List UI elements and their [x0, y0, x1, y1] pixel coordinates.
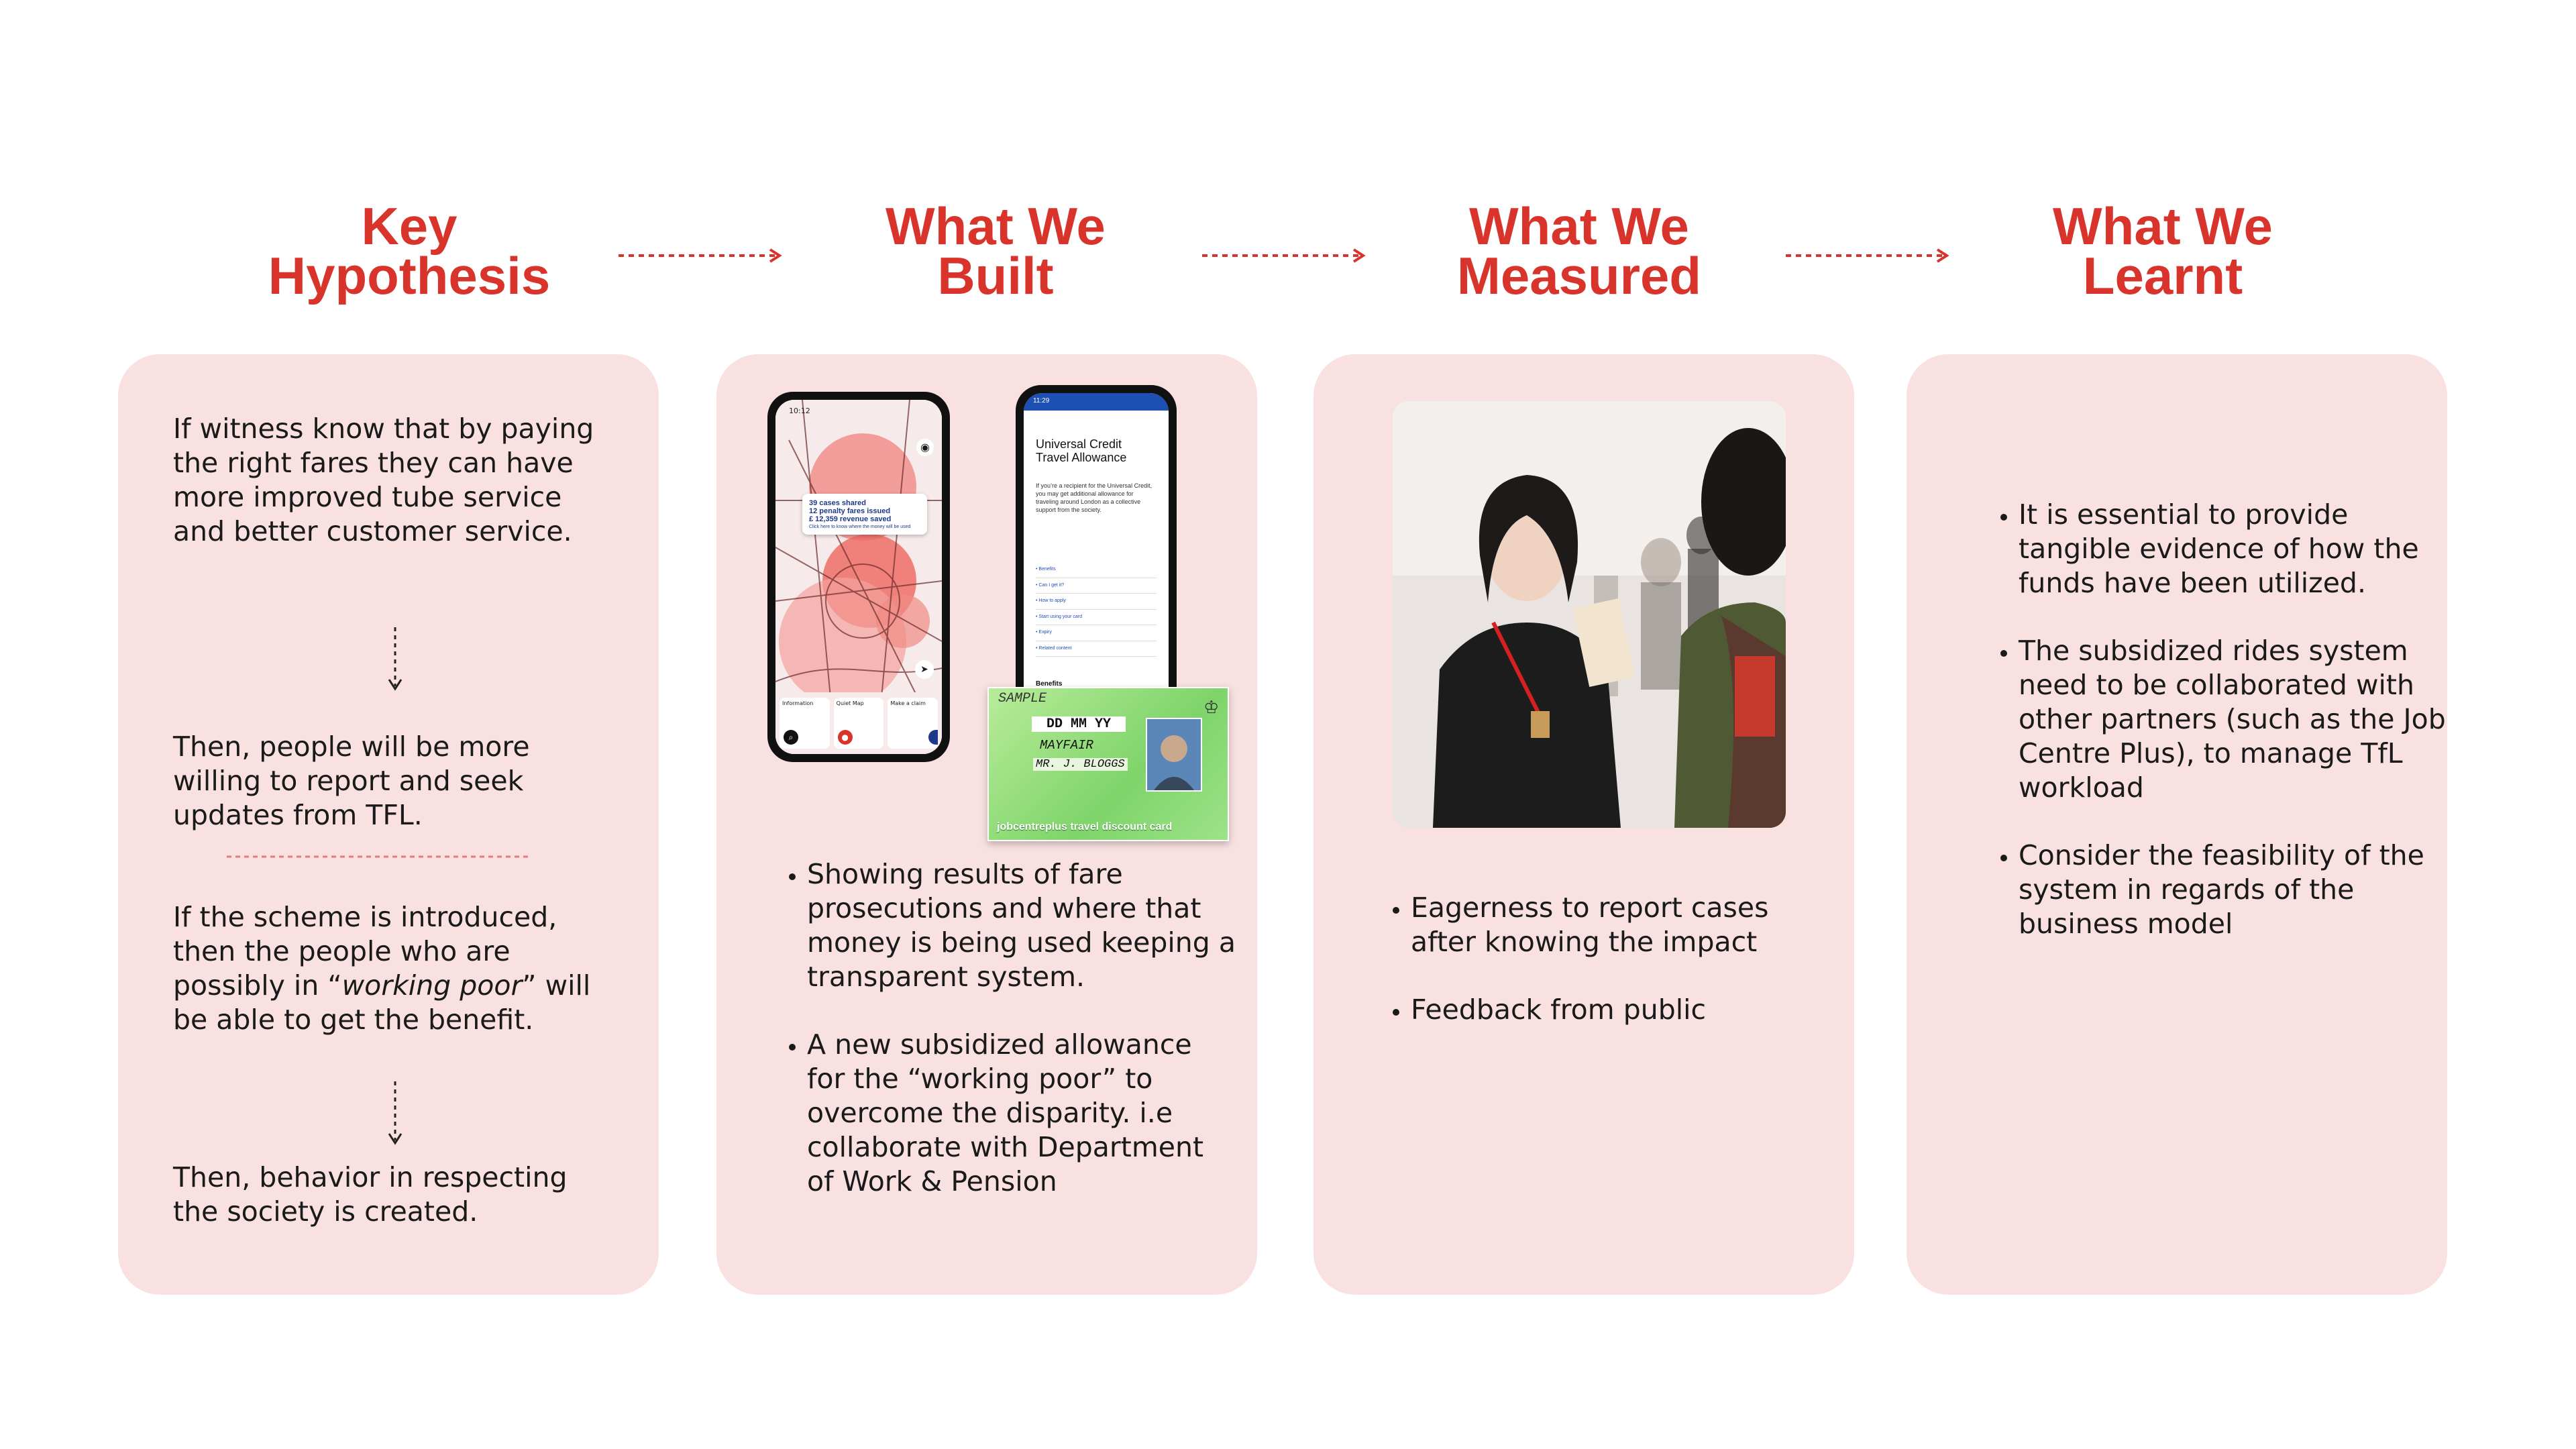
hypothesis-statement-4: Then, behavior in respecting the society…	[173, 1161, 568, 1228]
event-photo	[1393, 401, 1786, 828]
crown-icon: ♔	[1204, 695, 1218, 720]
hypothesis-statement-1: If witness know that by paying the right…	[173, 413, 594, 547]
stat-penalty-fares: 12 penalty fares issued	[809, 507, 891, 515]
header-key-hypothesis: Key Hypothesis	[268, 197, 551, 305]
status-bar-time: 10:12	[789, 407, 810, 415]
card-key-hypothesis: If witness know that by paying the right…	[118, 354, 659, 1295]
card-area: MAYFAIR	[1040, 738, 1093, 753]
learnt-bullet-1: It is essential to provide tangible evid…	[2019, 498, 2448, 600]
header-what-we-built: What We Built	[885, 197, 1106, 305]
phone-mockup-universal-credit: 11:29 Universal Credit Travel Allowance …	[1016, 385, 1177, 720]
built-bullet-2: A new subsidized allowance for the “work…	[807, 1028, 1236, 1199]
stat-revenue-saved: £ 12,359 revenue saved	[809, 515, 892, 523]
status-bar-time: 11:29	[1033, 397, 1050, 405]
learnt-bullet-list: It is essential to provide tangible evid…	[1988, 498, 2448, 975]
measured-bullet-list: Eagerness to report cases after knowing …	[1381, 891, 1827, 1061]
location-icon[interactable]: ➤	[915, 660, 934, 679]
link-start-using[interactable]: • Start using your card	[1036, 610, 1157, 625]
search-icon: ⌕	[784, 730, 798, 745]
link-related-content[interactable]: • Related content	[1036, 641, 1157, 657]
arrow-right-icon	[619, 248, 782, 263]
hypothesis-statement-3: If the scheme is introduced, then the pe…	[173, 901, 591, 1036]
hypothesis-statement-2: Then, people will be more willing to rep…	[173, 731, 530, 831]
card-photo	[1146, 718, 1202, 792]
card-brand: jobcentreplus travel discount card	[997, 821, 1173, 833]
stats-popup[interactable]: 39 cases shared 12 penalty fares issued …	[802, 494, 927, 535]
screen-body: If you’re a recipient for the Universal …	[1036, 482, 1152, 513]
arrow-right-icon	[1786, 248, 1949, 263]
claim-icon	[928, 730, 938, 745]
link-expiry[interactable]: • Expiry	[1036, 625, 1157, 641]
measured-bullet-2: Feedback from public	[1411, 993, 1827, 1027]
card-what-we-learnt: It is essential to provide tangible evid…	[1907, 354, 2447, 1295]
header-what-we-learnt: What We Learnt	[2053, 197, 2273, 305]
learnt-bullet-3: Consider the feasibility of the system i…	[2019, 839, 2448, 941]
link-how-to-apply[interactable]: • How to apply	[1036, 594, 1157, 610]
header-what-we-measured: What We Measured	[1456, 197, 1702, 305]
card-date: DD MM YY	[1032, 716, 1126, 732]
section-benefits-heading: Benefits	[1036, 680, 1063, 688]
pin-icon: ●	[837, 730, 853, 745]
arrow-right-icon	[1202, 248, 1366, 263]
link-can-i-get-it[interactable]: • Can I get it?	[1036, 578, 1157, 594]
arrow-down-icon	[388, 1081, 402, 1145]
layers-icon[interactable]: ◉	[916, 439, 934, 456]
divider	[227, 855, 529, 858]
bottom-nav: Information⌕ Quiet Map● Make a claim	[775, 692, 942, 754]
status-bar	[1024, 393, 1169, 411]
card-what-we-measured: Eagerness to report cases after knowing …	[1313, 354, 1854, 1295]
arrow-down-icon	[388, 627, 402, 691]
learnt-bullet-2: The subsidized rides system need to be c…	[2019, 634, 2448, 805]
card-holder-name: MR. J. BLOGGS	[1033, 758, 1128, 771]
nav-information[interactable]: Information⌕	[780, 698, 830, 749]
screen-link-list: • Benefits • Can I get it? • How to appl…	[1036, 562, 1157, 657]
built-bullet-list: Showing results of fare prosecutions and…	[777, 857, 1236, 1232]
measured-bullet-1: Eagerness to report cases after knowing …	[1411, 891, 1827, 959]
stat-cases-shared: 39 cases shared	[809, 499, 867, 507]
built-bullet-1: Showing results of fare prosecutions and…	[807, 857, 1236, 994]
link-benefits[interactable]: • Benefits	[1036, 562, 1157, 578]
travel-discount-card: SAMPLE DD MM YY MAYFAIR MR. J. BLOGGS ♔ …	[987, 687, 1229, 841]
card-what-we-built: 10:12 ◉ 39 cases shared 12 penalty fares…	[716, 354, 1257, 1295]
stat-note-link[interactable]: Click here to know where the money will …	[809, 525, 911, 529]
nav-make-claim[interactable]: Make a claim	[888, 698, 938, 749]
working-poor-emphasis: working poor	[341, 969, 523, 1002]
phone-mockup-map: 10:12 ◉ 39 cases shared 12 penalty fares…	[767, 392, 950, 762]
nav-quiet-map[interactable]: Quiet Map●	[833, 698, 884, 749]
card-sample-mark: SAMPLE	[998, 691, 1047, 706]
screen-title: Universal Credit Travel Allowance	[1036, 437, 1127, 464]
